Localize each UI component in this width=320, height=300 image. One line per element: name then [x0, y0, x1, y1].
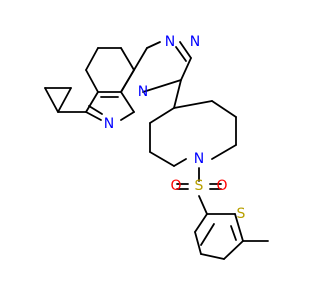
bond-lines	[44, 41, 269, 260]
s-sulfonyl-label: S	[195, 178, 204, 194]
n-bridge-label: N	[138, 84, 148, 100]
n-piperidine-label: N	[194, 151, 204, 167]
n-triazole-1-label: N	[165, 34, 175, 50]
molecule-diagram: N N N N N S O O S	[44, 34, 269, 260]
n-pyridazine-label: N	[104, 116, 114, 132]
s-thiophene-label: S	[237, 206, 246, 222]
o-left-label: O	[170, 178, 181, 194]
o-right-label: O	[216, 178, 227, 194]
n-triazole-2-label: N	[190, 34, 200, 50]
atom-labels: N N N N N S O O S	[104, 34, 246, 222]
